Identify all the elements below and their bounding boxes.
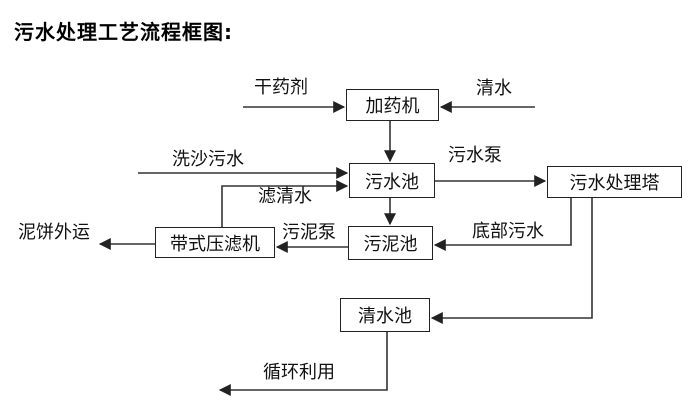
- arrow-tower-bottom-sewage-to-sludge-pool: [433, 198, 572, 251]
- node-sludge-pool: 污泥池: [348, 226, 433, 260]
- edge-label-sand-washing-sewage: 洗沙污水: [172, 149, 244, 170]
- node-sewage-pool: 污水池: [349, 163, 435, 198]
- edge-label-mud-cake-out: 泥饼外运: [18, 222, 90, 243]
- arrow-filtered-water-to-sewage-pool: [221, 180, 349, 227]
- edge-label-sludge-pump: 污泥泵: [282, 222, 336, 243]
- arrow-tower-to-clear-water-pool: [430, 198, 593, 324]
- node-sewage-treatment-tower: 污水处理塔: [547, 166, 682, 198]
- edge-label-recycle-use: 循环利用: [263, 362, 335, 383]
- edge-label-dry-chemical: 干药剂: [254, 77, 308, 98]
- edge-label-filtered-clear-water: 滤清水: [258, 186, 312, 207]
- arrow-clear-water-pool-to-recycle: [218, 332, 388, 396]
- node-belt-filter-press: 带式压滤机: [155, 227, 275, 258]
- page-title: 污水处理工艺流程框图:: [14, 20, 233, 44]
- node-dosing-machine: 加药机: [346, 89, 439, 121]
- edge-label-sewage-pump: 污水泵: [448, 145, 502, 166]
- node-clear-water-pool: 清水池: [340, 298, 430, 332]
- edge-label-clear-water: 清水: [476, 78, 512, 99]
- edge-label-bottom-sewage: 底部污水: [472, 221, 544, 242]
